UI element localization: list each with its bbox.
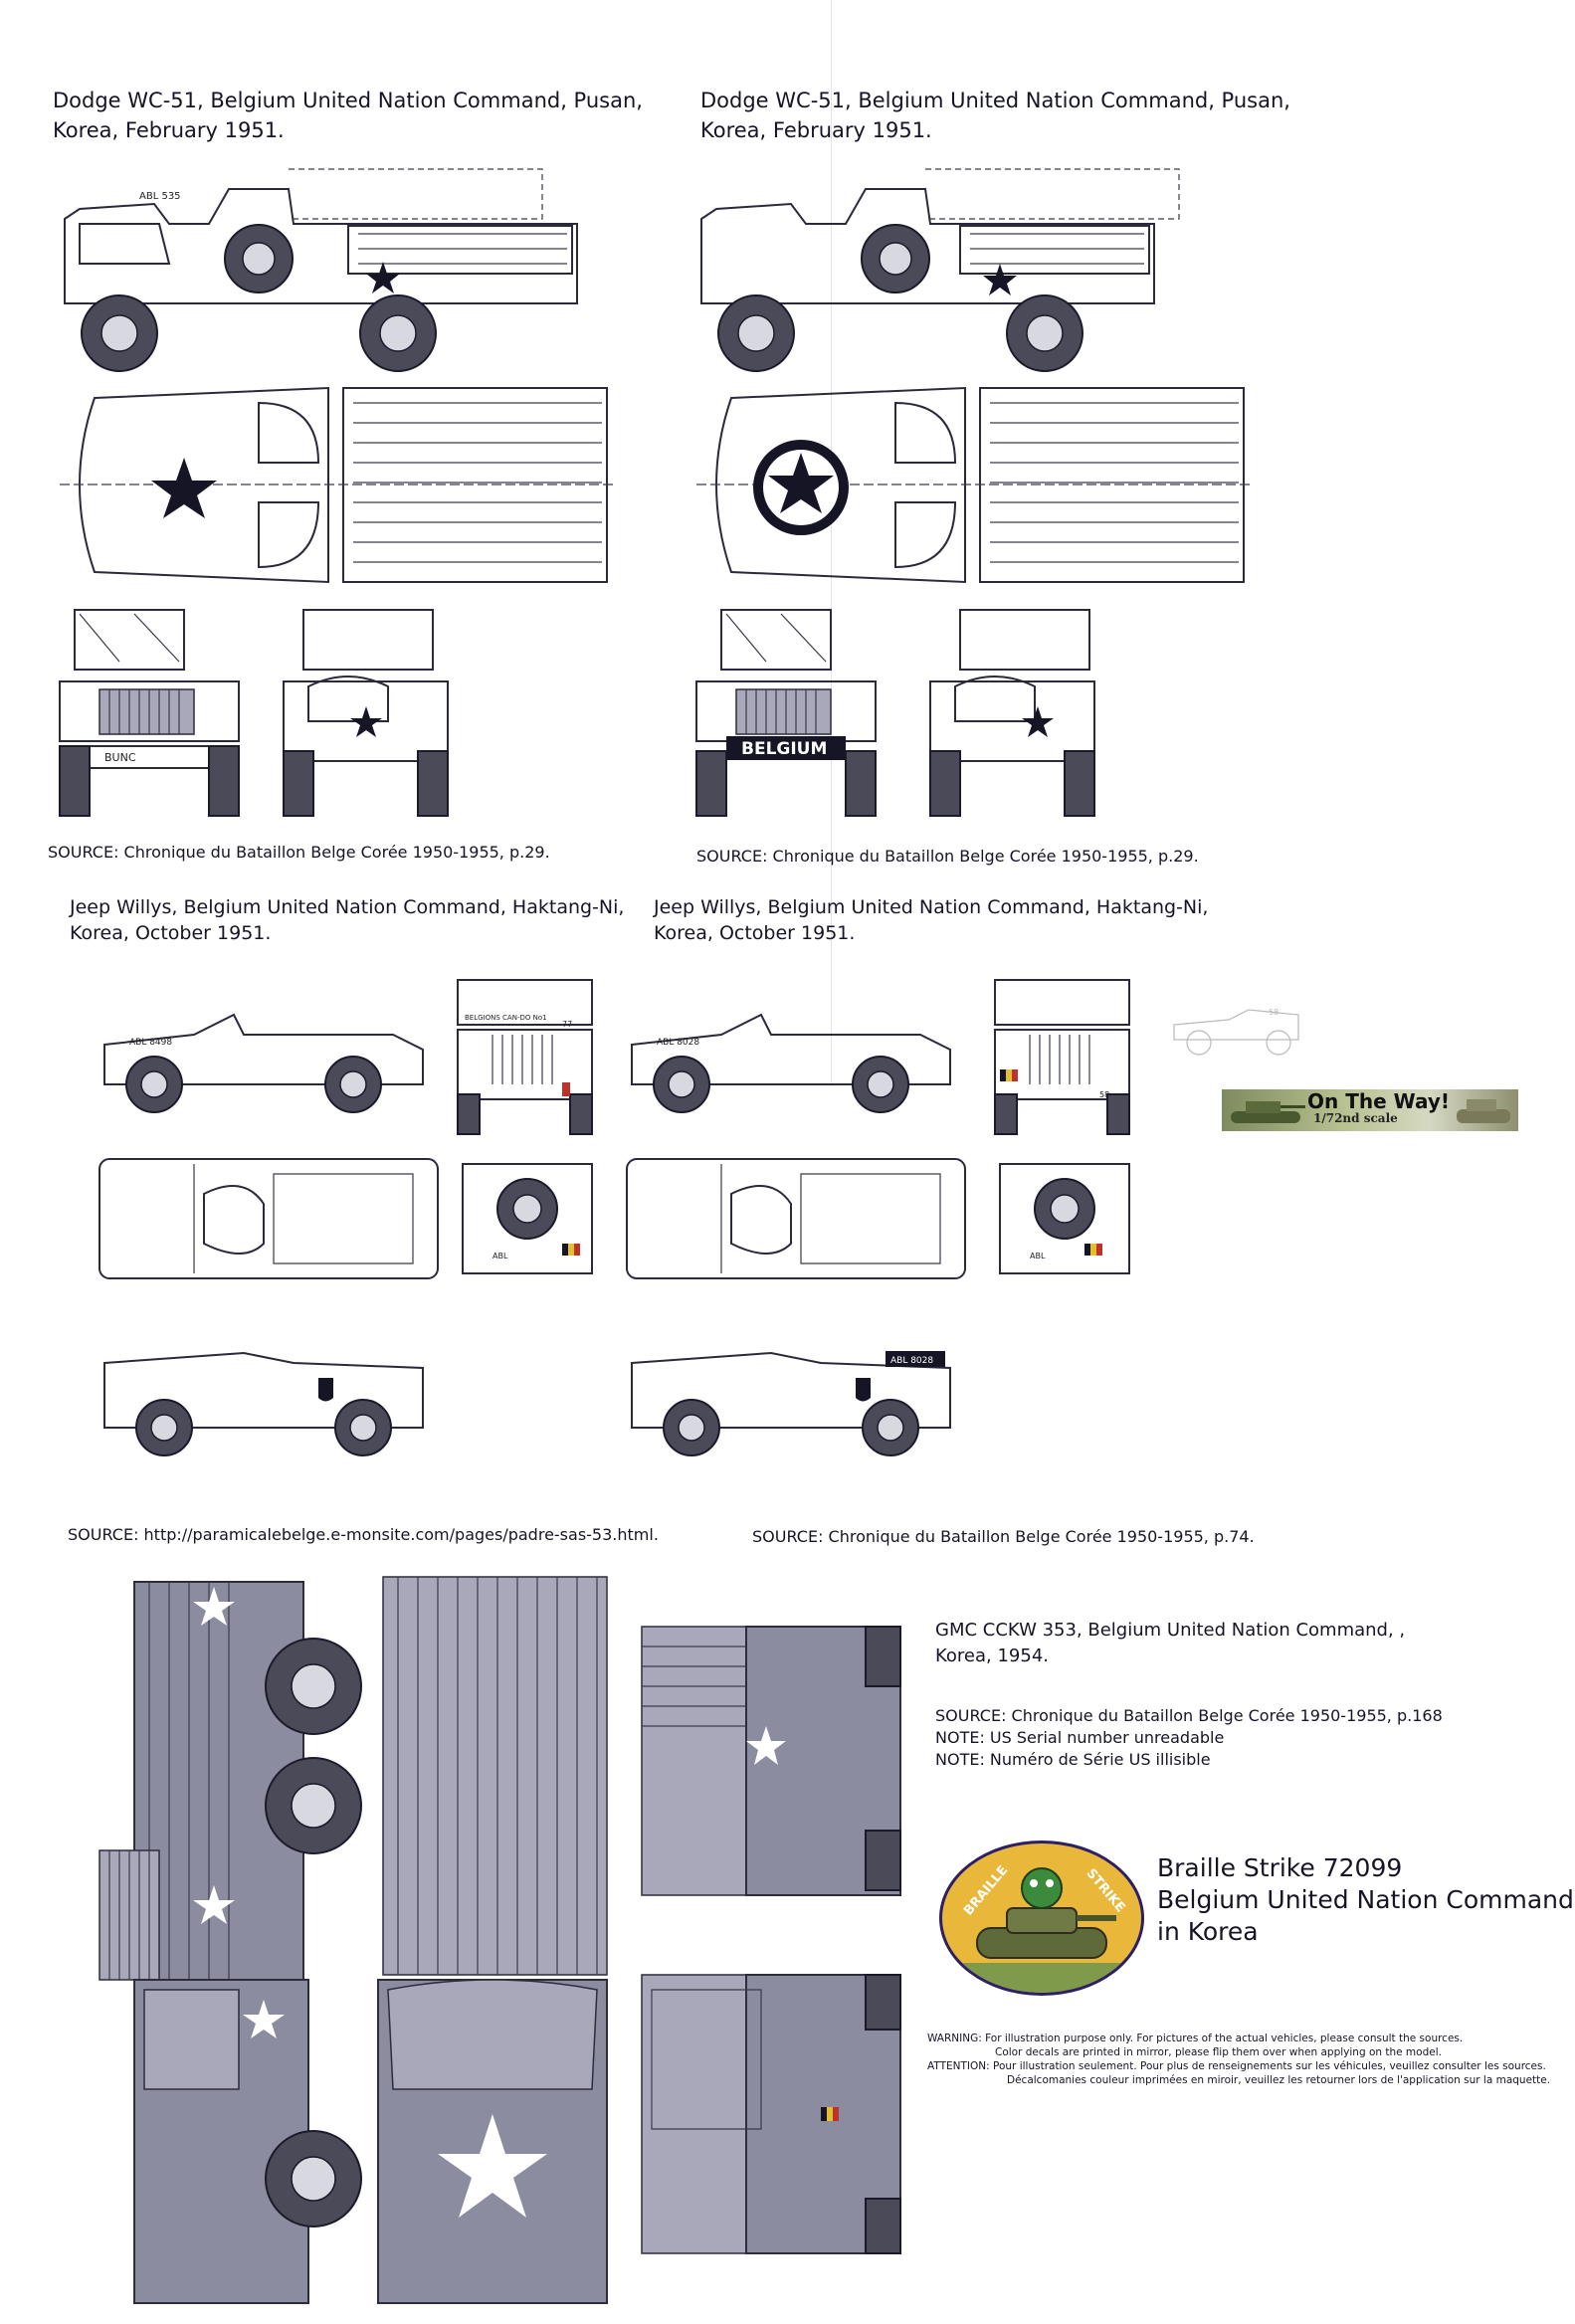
jeep-right-caption-line1: Jeep Willys, Belgium United Nation Comma… <box>654 896 1209 918</box>
gmc-note-en: NOTE: US Serial number unreadable <box>935 1728 1225 1747</box>
dodge-left-drawing: ABL 535 BUNC <box>59 168 617 817</box>
product-title: Braille Strike 72099 Belgium United Nati… <box>1157 1852 1574 1948</box>
gmc-rear-view <box>641 1626 901 1896</box>
dodge-left-front-view: BUNC <box>59 609 240 817</box>
ontheway-banner: On The Way! 1/72nd scale <box>1222 1089 1518 1131</box>
jeep-left-caption: Jeep Willys, Belgium United Nation Comma… <box>70 894 687 946</box>
dodge-left-caption-line1: Dodge WC-51, Belgium United Nation Comma… <box>53 89 643 112</box>
gmc-top-view <box>377 1576 608 2304</box>
jeep-left-rear-view: ABL <box>462 1163 593 1274</box>
warning-line4: Décalcomanies couleur imprimées en miroi… <box>1007 2074 1551 2086</box>
gmc-front-view <box>641 1974 901 2254</box>
jeep-right-side-view: ABL 8028 <box>631 1013 951 1113</box>
ontheway-title: On The Way! <box>1307 1089 1450 1113</box>
product-line2: Belgium United Nation Command <box>1157 1885 1574 1914</box>
braille-strike-logo: BRAILLE STRIKE <box>939 1840 1144 1996</box>
dodge-right-caption: Dodge WC-51, Belgium United Nation Comma… <box>700 86 1337 145</box>
jeep-right-side-number: ABL 8028 <box>890 1356 933 1366</box>
dodge-right-side-view <box>700 168 1180 372</box>
dodge-right-rear-view <box>929 609 1095 817</box>
jeep-right-rear-text: ABL <box>1030 1252 1046 1260</box>
tank-icon-right <box>1457 1099 1510 1123</box>
ghost-number: 58 <box>1269 1008 1279 1017</box>
jeep-right-rear-view: ABL <box>999 1163 1130 1274</box>
jeep-left-hood-number: ABL 8498 <box>129 1038 172 1048</box>
jeep-left-top-view <box>98 1158 439 1279</box>
dodge-right-drawing: BELGIUM <box>695 168 1254 817</box>
logo-tank-icon <box>942 1867 1141 1993</box>
tank-icon <box>1231 1101 1305 1123</box>
jeep-left-caption-line2: Korea, October 1951. <box>70 922 272 944</box>
warning-line3: ATTENTION: Pour illustration seulement. … <box>927 2060 1546 2072</box>
product-line3: in Korea <box>1157 1917 1259 1946</box>
gmc-caption-line1: GMC CCKW 353, Belgium United Nation Comm… <box>935 1620 1406 1641</box>
dodge-right-source: SOURCE: Chronique du Bataillon Belge Cor… <box>696 847 1199 866</box>
warning-block: WARNING: For illustration purpose only. … <box>927 2032 1564 2087</box>
dodge-left-side-view: ABL 535 <box>64 168 578 372</box>
warning-line1: WARNING: For illustration purpose only. … <box>927 2033 1464 2044</box>
gmc-note-fr: NOTE: Numéro de Série US illisible <box>935 1750 1211 1769</box>
gmc-drawing <box>98 1576 901 2304</box>
dodge-right-bumper-text: BELGIUM <box>741 739 827 759</box>
jeep-right-top-view <box>626 1158 966 1279</box>
ontheway-scale: 1/72nd scale <box>1313 1111 1398 1125</box>
dodge-left-caption-line2: Korea, February 1951. <box>53 118 285 142</box>
jeep-left-caption-line1: Jeep Willys, Belgium United Nation Comma… <box>70 896 625 918</box>
jeep-right-caption: Jeep Willys, Belgium United Nation Comma… <box>654 894 1271 946</box>
paper-fold-line <box>831 0 832 1084</box>
jeep-right-source: SOURCE: Chronique du Bataillon Belge Cor… <box>752 1527 1255 1546</box>
jeep-left-side-view: ABL 8498 <box>103 1013 424 1113</box>
jeep-right-hood-number: ABL 8028 <box>657 1038 699 1048</box>
gmc-notes: SOURCE: Chronique du Bataillon Belge Cor… <box>935 1705 1443 1771</box>
jeep-right-drawing: ABL 8028 58 ABL ABL 8028 <box>626 979 1130 1456</box>
dodge-left-rear-view <box>283 609 449 817</box>
dodge-left-bumper-text: BUNC <box>104 751 136 764</box>
gmc-caption-line2: Korea, 1954. <box>935 1646 1050 1666</box>
jeep-right-bumper-number: 58 <box>1099 1090 1109 1099</box>
svg-text:ABL 535: ABL 535 <box>139 191 181 202</box>
jeep-left-source: SOURCE: http://paramicalebelge.e-monsite… <box>68 1525 659 1544</box>
jeep-left-bottom-side-view <box>103 1351 424 1456</box>
jeep-left-rear-text: ABL <box>492 1252 508 1260</box>
dodge-right-top-view <box>696 386 1254 584</box>
jeep-left-bumper-number: 77 <box>562 1020 572 1029</box>
jeep-left-drawing: ABL 8498 BELGIONS CAN-DO No1 77 ABL <box>98 979 593 1456</box>
warning-line2: Color decals are printed in mirror, plea… <box>995 2046 1442 2058</box>
gmc-caption: GMC CCKW 353, Belgium United Nation Comm… <box>935 1618 1492 1669</box>
dodge-right-front-view: BELGIUM <box>695 609 877 817</box>
jeep-left-front-view: BELGIONS CAN-DO No1 77 <box>457 979 593 1135</box>
dodge-right-caption-line2: Korea, February 1951. <box>700 118 932 142</box>
ghost-jeep-faint: 58 <box>1173 1008 1299 1056</box>
product-line1: Braille Strike 72099 <box>1157 1853 1403 1882</box>
jeep-right-bottom-side-view: ABL 8028 <box>631 1351 951 1456</box>
jeep-right-caption-line2: Korea, October 1951. <box>654 922 856 944</box>
dodge-right-caption-line1: Dodge WC-51, Belgium United Nation Comma… <box>700 89 1290 112</box>
dodge-left-source: SOURCE: Chronique du Bataillon Belge Cor… <box>48 843 550 862</box>
gmc-side-view <box>98 1581 362 2304</box>
dodge-left-caption: Dodge WC-51, Belgium United Nation Comma… <box>53 86 689 145</box>
gmc-source: SOURCE: Chronique du Bataillon Belge Cor… <box>935 1706 1443 1725</box>
jeep-right-front-view: 58 <box>994 979 1130 1135</box>
dodge-left-top-view <box>60 386 617 584</box>
jeep-left-windshield-text: BELGIONS CAN-DO No1 <box>465 1014 547 1022</box>
